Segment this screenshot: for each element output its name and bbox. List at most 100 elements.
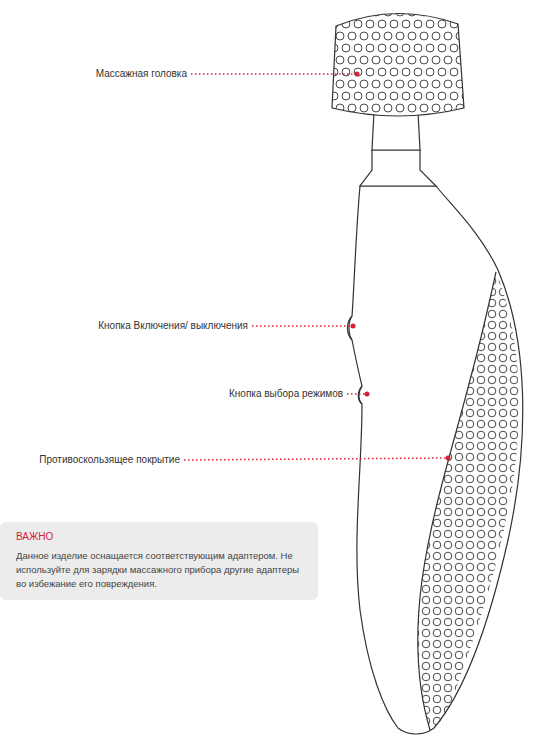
hole bbox=[499, 585, 507, 593]
hole bbox=[455, 288, 463, 296]
hole bbox=[444, 332, 452, 340]
hole bbox=[455, 629, 463, 637]
hole bbox=[477, 662, 485, 670]
hole bbox=[450, 20, 458, 28]
hole bbox=[414, 44, 422, 52]
hole bbox=[411, 695, 419, 703]
hole bbox=[510, 706, 518, 714]
hole bbox=[455, 453, 463, 461]
hole bbox=[499, 365, 507, 373]
hole bbox=[422, 332, 430, 340]
part-label: Кнопка Включения/ выключения bbox=[98, 320, 248, 332]
hole bbox=[372, 56, 380, 64]
hole bbox=[455, 585, 463, 593]
hole bbox=[510, 728, 518, 736]
hole bbox=[466, 486, 474, 494]
hole bbox=[360, 56, 368, 64]
hole bbox=[342, 20, 350, 28]
hole bbox=[455, 706, 463, 714]
hole bbox=[521, 651, 529, 659]
hole bbox=[384, 80, 392, 88]
hole bbox=[456, 32, 464, 40]
massager-neck bbox=[372, 112, 420, 150]
hole bbox=[455, 354, 463, 362]
hole bbox=[433, 563, 441, 571]
hole bbox=[466, 640, 474, 648]
hole bbox=[402, 20, 410, 28]
hole bbox=[466, 728, 474, 736]
hole bbox=[455, 519, 463, 527]
hole bbox=[477, 398, 485, 406]
hole bbox=[521, 596, 529, 604]
hole bbox=[422, 266, 430, 274]
massager-collar bbox=[360, 150, 436, 186]
hole bbox=[477, 728, 485, 736]
hole bbox=[411, 662, 419, 670]
hole bbox=[433, 695, 441, 703]
hole bbox=[354, 44, 362, 52]
hole bbox=[433, 673, 441, 681]
hole bbox=[360, 80, 368, 88]
hole bbox=[477, 387, 485, 395]
hole bbox=[477, 497, 485, 505]
hole bbox=[499, 453, 507, 461]
hole bbox=[499, 618, 507, 626]
hole bbox=[510, 398, 518, 406]
hole bbox=[510, 563, 518, 571]
hole bbox=[455, 332, 463, 340]
hole bbox=[499, 398, 507, 406]
hole bbox=[499, 277, 507, 285]
hole bbox=[510, 574, 518, 582]
hole bbox=[510, 640, 518, 648]
hole bbox=[433, 519, 441, 527]
hole bbox=[488, 486, 496, 494]
hole bbox=[477, 640, 485, 648]
hole bbox=[433, 431, 441, 439]
hole bbox=[450, 44, 458, 52]
hole bbox=[510, 508, 518, 516]
hole bbox=[477, 288, 485, 296]
hole bbox=[477, 321, 485, 329]
hole bbox=[499, 728, 507, 736]
hole bbox=[466, 684, 474, 692]
hole bbox=[438, 20, 446, 28]
hole bbox=[455, 464, 463, 472]
hole bbox=[411, 376, 419, 384]
hole bbox=[510, 321, 518, 329]
hole bbox=[455, 508, 463, 516]
hole bbox=[336, 56, 344, 64]
hole bbox=[390, 68, 398, 76]
hole bbox=[455, 563, 463, 571]
power-button bbox=[348, 316, 353, 340]
hole bbox=[444, 277, 452, 285]
hole bbox=[411, 442, 419, 450]
hole bbox=[488, 332, 496, 340]
hole bbox=[396, 56, 404, 64]
hole bbox=[521, 486, 529, 494]
hole bbox=[444, 376, 452, 384]
hole bbox=[433, 607, 441, 615]
hole bbox=[499, 288, 507, 296]
hole bbox=[499, 695, 507, 703]
hole bbox=[396, 104, 404, 112]
hole bbox=[488, 673, 496, 681]
hole bbox=[521, 640, 529, 648]
hole bbox=[433, 629, 441, 637]
hole bbox=[411, 618, 419, 626]
hole bbox=[432, 56, 440, 64]
hole bbox=[499, 530, 507, 538]
hole bbox=[455, 398, 463, 406]
hole bbox=[477, 695, 485, 703]
hole bbox=[466, 464, 474, 472]
hole bbox=[499, 420, 507, 428]
hole bbox=[455, 475, 463, 483]
hole bbox=[510, 376, 518, 384]
hole bbox=[510, 618, 518, 626]
hole bbox=[433, 574, 441, 582]
hole bbox=[422, 706, 430, 714]
hole bbox=[360, 8, 368, 16]
hole bbox=[455, 684, 463, 692]
hole bbox=[422, 453, 430, 461]
